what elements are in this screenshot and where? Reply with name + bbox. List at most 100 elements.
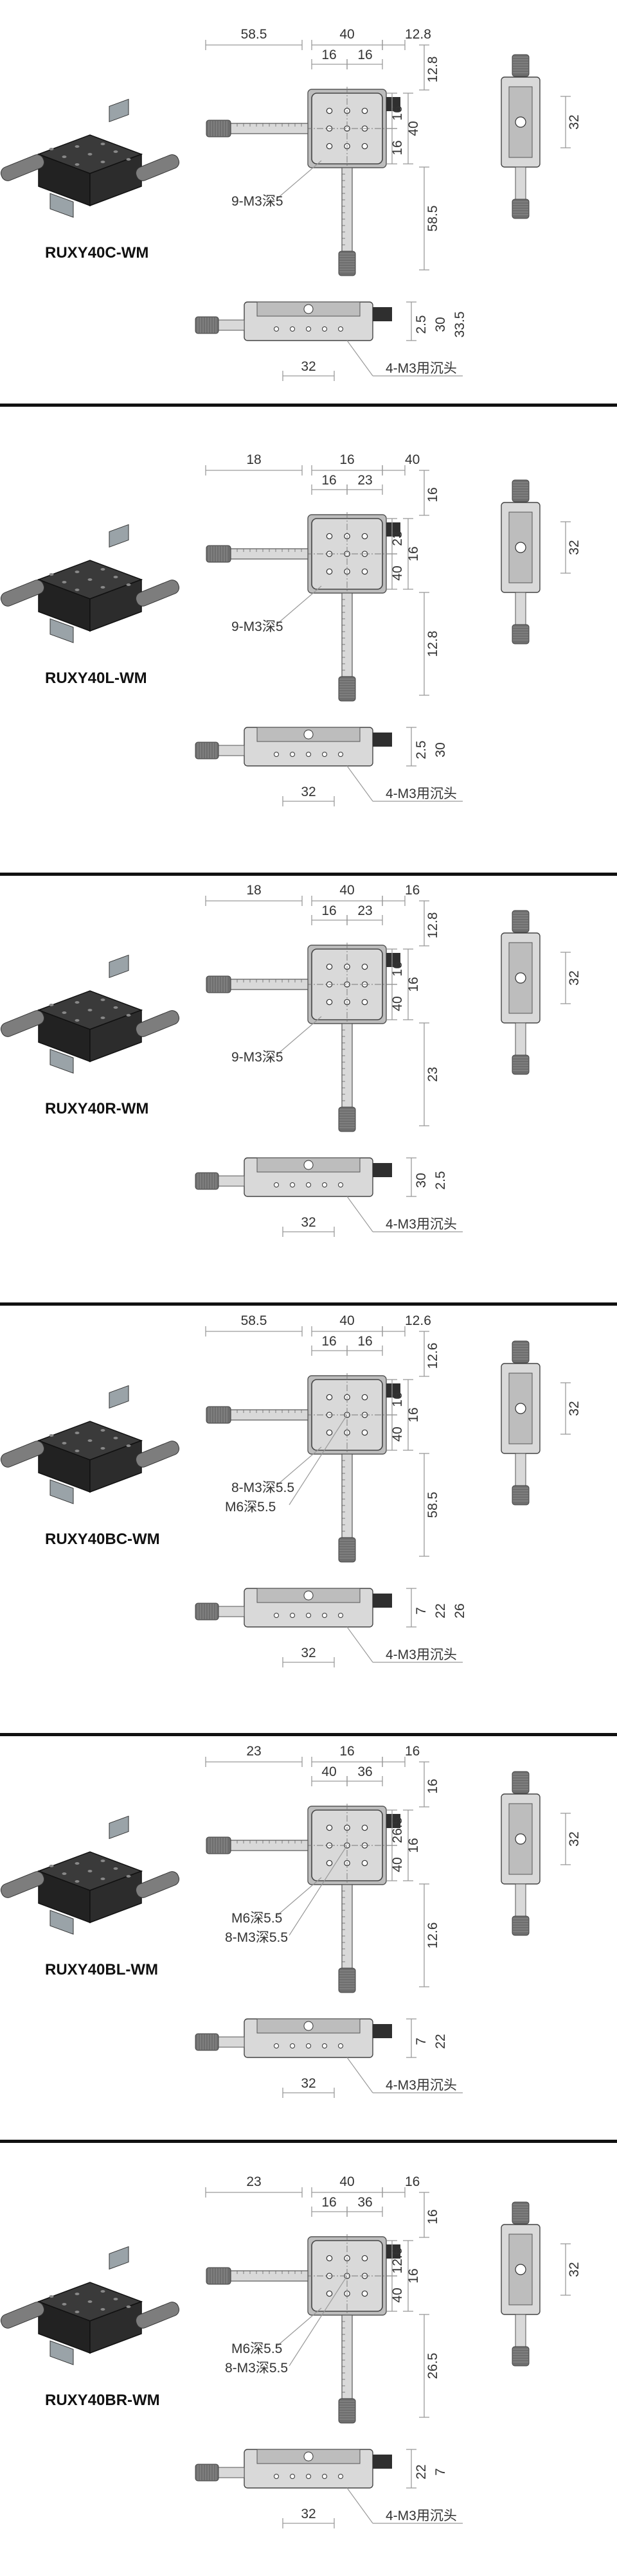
lock-knob (386, 1814, 400, 1828)
micrometer-knob (338, 1106, 356, 1132)
section-divider (0, 404, 617, 407)
micrometer-knob (195, 316, 219, 334)
dimension-label: 30 (414, 1173, 429, 1187)
model-name: RUXY40BC-WM (45, 1531, 160, 1548)
micrometer-knob (338, 1537, 356, 1563)
dimension-label: 40 (390, 565, 405, 580)
side-view-drawing: 32 (501, 2201, 582, 2367)
dimension-label: 30 (433, 317, 448, 332)
dimension-label: 12.6 (425, 1343, 440, 1369)
product-photo (0, 1815, 180, 1935)
product-photo (0, 954, 180, 1074)
dimension-label: 16 (406, 1407, 421, 1422)
dimension-label: 23 (246, 1744, 261, 1759)
micrometer-sleeve (341, 2314, 353, 2399)
lock-knob (386, 97, 400, 111)
leader-line (276, 585, 322, 625)
countersink-callout: 4-M3用沉头 (386, 361, 457, 376)
dimension-label: 12.8 (425, 912, 440, 939)
dimension-label: 23 (425, 1067, 440, 1081)
micrometer-knob (512, 199, 530, 219)
dimension-label: 32 (301, 785, 316, 799)
hole-callout: 9-M3深5 (231, 1050, 283, 1065)
dimension-label: 2.5 (414, 315, 429, 333)
dimension-label: 16 (390, 105, 405, 120)
hole-callout: 8-M3深5.5 (225, 1930, 288, 1945)
lock-knob (386, 1383, 400, 1398)
leader-line (276, 1877, 322, 1917)
dimension-label: 40 (321, 1764, 336, 1779)
dimension-label: 16 (390, 1392, 405, 1407)
dimension-label: 32 (567, 970, 582, 985)
dimension-label: 16 (390, 140, 405, 155)
dimension-label: 16 (405, 2174, 420, 2189)
micrometer-knob (338, 251, 356, 276)
micrometer-knob (195, 1603, 219, 1621)
micrometer-knob (512, 54, 530, 77)
hole-callout: M6深5.5 (231, 1911, 282, 1926)
dimension-label: 58.5 (425, 206, 440, 232)
dimension-label: 26 (452, 1603, 467, 1618)
side-view-drawing: 32 (501, 1340, 582, 1506)
dimension-label: 16 (425, 487, 440, 502)
micrometer-knob (195, 742, 219, 759)
mount-hole (361, 1394, 368, 1401)
side-view-drawing: 32 (501, 910, 582, 1075)
micrometer-knob (512, 624, 530, 644)
micrometer-knob (195, 2464, 219, 2482)
mount-hole (326, 999, 333, 1006)
dimension-label: 16 (339, 1744, 354, 1759)
dimension-label: 16 (406, 546, 421, 561)
micrometer-sleeve (341, 1453, 353, 1538)
mount-hole (361, 1860, 368, 1867)
dimension-label: 16 (425, 1779, 440, 1793)
leader-line (276, 1446, 322, 1486)
product-photo (0, 1385, 180, 1504)
section-divider (0, 1302, 617, 1306)
dimension-label: 16 (406, 977, 421, 991)
leader-line (346, 2057, 373, 2093)
micrometer-knob (195, 2033, 219, 2051)
dimension-label: 58.5 (241, 1313, 267, 1328)
dimension-label: 16 (321, 48, 336, 62)
leader-line (346, 2487, 373, 2524)
leader-line (276, 160, 322, 200)
dimension-label: 16 (339, 452, 354, 467)
leader-line (346, 340, 373, 377)
dimension-label: 16 (406, 1838, 421, 1852)
dimension-label: 40 (406, 121, 421, 136)
section-divider (0, 873, 617, 876)
hole-callout: 8-M3深5.5 (225, 2361, 288, 2376)
side-view-drawing: 32 (501, 1771, 582, 1936)
mount-hole (361, 107, 368, 114)
dimension-label: 33.5 (452, 312, 467, 338)
mount-hole (326, 568, 333, 575)
mount-hole (361, 963, 368, 970)
dimension-label: 30 (433, 742, 448, 757)
section-divider (0, 1733, 617, 1736)
dimension-label: 16 (425, 2209, 440, 2224)
micrometer-knob (195, 1172, 219, 1190)
mount-hole (361, 2290, 368, 2297)
dimension-label: 22 (433, 1603, 448, 1618)
mount-hole (361, 143, 368, 150)
micrometer-sleeve (341, 1023, 353, 1108)
side-view-drawing: 32 (501, 54, 582, 219)
dimension-label: 40 (339, 1313, 354, 1328)
hole-callout: 9-M3深5 (231, 194, 283, 209)
lock-knob (386, 953, 400, 967)
